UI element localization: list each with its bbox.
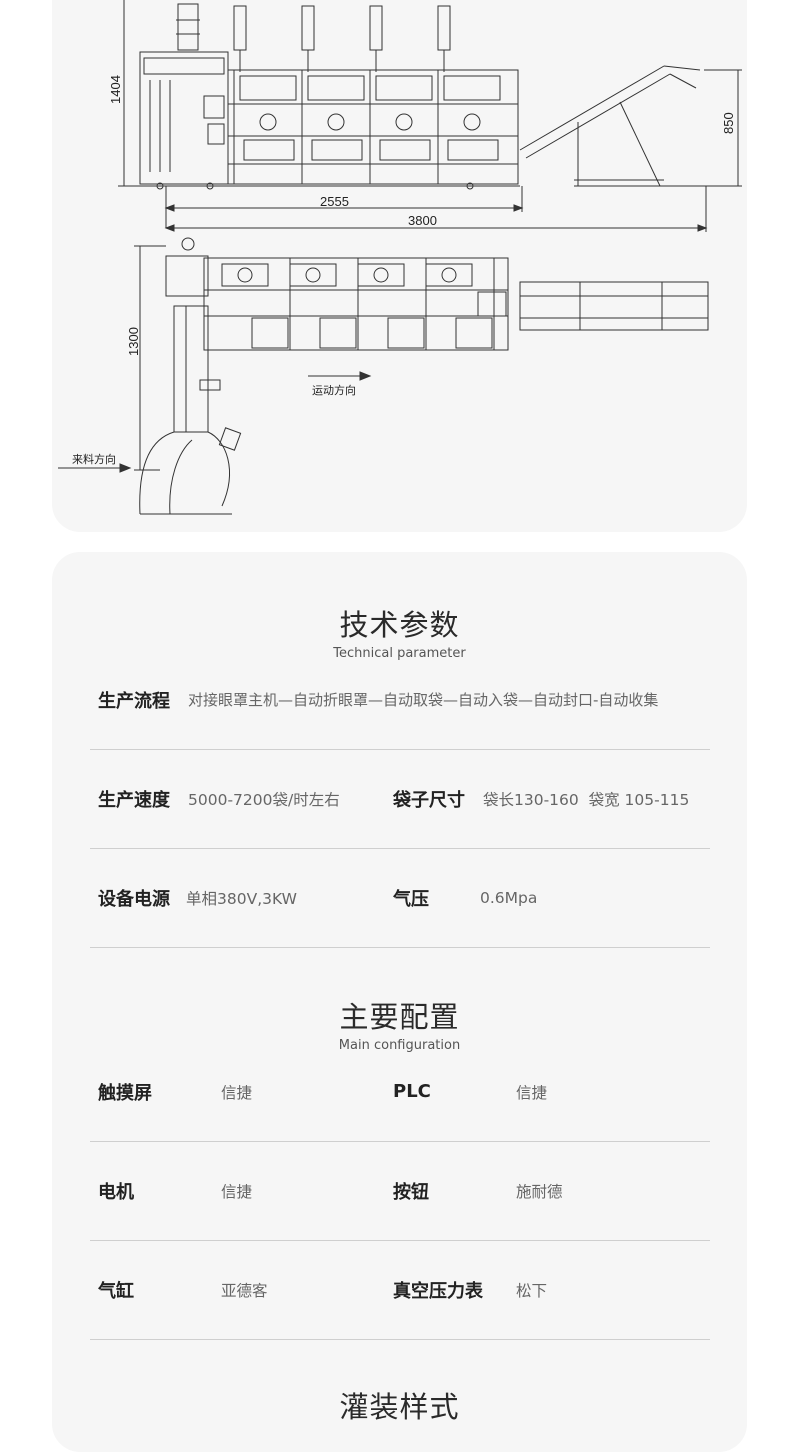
spec-label: 袋子尺寸 — [393, 789, 465, 811]
spec-label: 气压 — [393, 888, 429, 910]
spec-value: 对接眼罩主机—自动折眼罩—自动取袋—自动入袋—自动封口-自动收集 — [188, 691, 659, 709]
config-label: 真空压力表 — [393, 1280, 483, 1302]
dim-height-side: 1404 — [108, 75, 123, 104]
note-motion-direction: 运动方向 — [312, 383, 356, 397]
spec-label: 设备电源 — [98, 888, 170, 910]
config-label: 电机 — [98, 1181, 134, 1203]
config-title: 主要配置 — [339, 1000, 460, 1034]
tech-row-speed-size: 生产速度 5000-7200袋/时左右 袋子尺寸 袋长130-160 袋宽 10… — [90, 749, 710, 849]
spec-value: 5000-7200袋/时左右 — [188, 790, 340, 809]
config-value: 信捷 — [221, 1083, 253, 1102]
next-section-title: 灌装样式 — [339, 1390, 460, 1424]
config-row-2: 电机 信捷 按钮 施耐德 — [90, 1141, 710, 1241]
dim-length-machine: 2555 — [320, 194, 349, 209]
tech-row-process: 生产流程 对接眼罩主机—自动折眼罩—自动取袋—自动入袋—自动封口-自动收集 — [90, 650, 710, 750]
machine-drawing: 1404 850 2555 3800 1300 运动方向 来料方向 — [58, 0, 742, 515]
spec-card: 技术参数 Technical parameter 生产流程 对接眼罩主机—自动折… — [52, 552, 747, 1452]
spec-value: 袋长130-160 袋宽 105-115 — [483, 790, 690, 809]
config-label: 按钮 — [393, 1181, 429, 1203]
drawing-card: 1404 850 2555 3800 1300 运动方向 来料方向 — [52, 0, 747, 532]
tech-title: 技术参数 — [339, 608, 460, 642]
config-value: 施耐德 — [516, 1182, 563, 1201]
config-value: 亚德客 — [221, 1281, 268, 1300]
next-section-header: 灌装样式 — [52, 1390, 747, 1424]
tech-subtitle: Technical parameter — [333, 646, 466, 661]
spec-value: 0.6Mpa — [480, 888, 538, 907]
config-label: PLC — [393, 1081, 431, 1102]
config-subtitle: Main configuration — [338, 1038, 461, 1053]
note-feed-direction: 来料方向 — [72, 452, 116, 466]
spec-value: 单相380V,3KW — [186, 889, 297, 908]
config-value: 信捷 — [516, 1083, 548, 1102]
dim-length-total: 3800 — [408, 213, 437, 228]
tech-row-power-pressure: 设备电源 单相380V,3KW 气压 0.6Mpa — [90, 848, 710, 948]
tech-section-header: 技术参数 Technical parameter — [52, 608, 747, 661]
dim-height-conveyor: 850 — [721, 112, 736, 134]
dim-width-top: 1300 — [126, 327, 141, 356]
config-section-header: 主要配置 Main configuration — [52, 1000, 747, 1053]
config-label: 触摸屏 — [98, 1082, 152, 1104]
config-row-1: 触摸屏 信捷 PLC 信捷 — [90, 1042, 710, 1142]
config-label: 气缸 — [98, 1280, 134, 1302]
config-value: 信捷 — [221, 1182, 253, 1201]
config-row-3: 气缸 亚德客 真空压力表 松下 — [90, 1240, 710, 1340]
spec-label: 生产流程 — [98, 690, 170, 712]
config-value: 松下 — [516, 1281, 548, 1300]
spec-label: 生产速度 — [98, 789, 170, 811]
